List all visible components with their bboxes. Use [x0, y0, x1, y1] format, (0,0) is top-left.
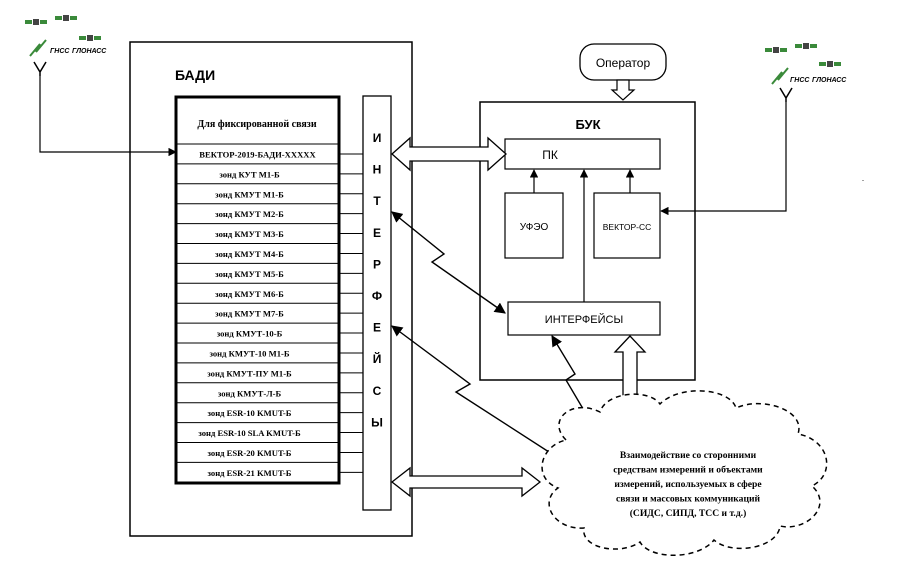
interfaces-letter: Н: [373, 163, 382, 177]
badi-list-item: зонд КМУТ М5-Б: [215, 269, 284, 279]
operator-arrow: [610, 79, 636, 101]
interfaces-letter: Е: [373, 226, 381, 240]
buk-interfaces-label: ИНТЕРФЕЙСЫ: [545, 313, 623, 326]
badi-pc-double-arrow: [391, 136, 507, 172]
antenna-icon: [779, 87, 793, 102]
vector-ss-box: [593, 192, 661, 259]
cloud-text-line: средствам измерений и объектами: [613, 465, 763, 476]
gnss-label-right-1: ГНСС: [790, 77, 810, 84]
interfaces-letter: Р: [373, 257, 381, 271]
badi-list-item: зонд КМУТ М3-Б: [215, 229, 284, 239]
badi-list-item: зонд КМУТ-10-Б: [217, 329, 283, 339]
interfaces-letters: И Н Т Е Р Ф Е Й С Ы: [371, 131, 383, 429]
iface-to-cloud-zigzag: [391, 325, 567, 464]
iface-to-buk-interfaces-zigzag: [391, 211, 506, 314]
badi-title: БАДИ: [175, 67, 215, 83]
interfaces-letter: Ы: [371, 415, 383, 429]
badi-list-item: зонд КМУТ М2-Б: [215, 209, 284, 219]
gnss-left-group: ГНСС ГЛОНАСС: [25, 15, 107, 76]
satellite-icon: [819, 61, 841, 67]
badi-interfaces-column: [362, 95, 392, 511]
satellite-icon: [795, 43, 817, 49]
badi-list-frame: [174, 95, 341, 485]
gnss-label-left-2: ГЛОНАСС: [72, 48, 107, 55]
interfaces-letter: Т: [373, 194, 381, 208]
satellite-icon: [55, 15, 77, 21]
cloud-text-line: (СИДС, СИПД, ТСС и т.д.): [630, 508, 747, 519]
gnss-label-right-2: ГЛОНАСС: [812, 77, 847, 84]
antenna-to-vector-ss-line: [660, 102, 787, 216]
badi-list-item: зонд КМУТ-ПУ М1-Б: [207, 368, 292, 378]
satellite-icon: [765, 47, 787, 53]
interfaces-letter: И: [373, 131, 382, 145]
interfaces-letter: С: [373, 384, 382, 398]
satellite-icon: [79, 35, 101, 41]
interfaces-letter: Ф: [372, 289, 382, 303]
pc-label: ПК: [542, 148, 558, 162]
badi-list-item: зонд КМУТ М4-Б: [215, 249, 284, 259]
pc-box: [504, 138, 661, 170]
operator-label: Оператор: [596, 56, 651, 70]
badi-items-list: ВЕКТОР-2019-БАДИ-XXXXX зонд КУТ М1-Б зонд …: [176, 143, 363, 478]
badi-list-item: зонд ESR-20 KMUT-Б: [208, 448, 292, 458]
ufeo-label: УФЭО: [520, 222, 549, 233]
interaction-cloud: [541, 390, 828, 556]
satellite-icon: [25, 19, 47, 25]
badi-list-item: зонд КМУТ-10 М1-Б: [209, 348, 289, 358]
vector-ss-label: ВЕКТОР-СС: [603, 222, 652, 232]
gnss-right-group: ГНСС ГЛОНАСС: [765, 43, 847, 102]
cloud-text-line: Взаимодействие со сторонними: [620, 450, 757, 461]
badi-list-item: зонд ESR-10 KMUT-Б: [208, 408, 292, 418]
cloud-text: Взаимодействие со сторонними средствам из…: [613, 450, 763, 519]
badi-list-item: зонд КУТ М1-Б: [219, 169, 280, 179]
interfaces-letter: Е: [373, 321, 381, 335]
cloud-text-line: измерений, используемых в сфере: [614, 479, 762, 490]
badi-list-item: зонд КМУТ М7-Б: [215, 309, 284, 319]
antenna-to-badi-line: [39, 76, 177, 157]
badi-cloud-double-arrow: [390, 466, 542, 498]
badi-list-item: зонд КМУТ М1-Б: [215, 189, 284, 199]
badi-list-item: зонд КМУТ М6-Б: [215, 289, 284, 299]
badi-list-item: зонд ESR-10 SLA KMUT-Б: [198, 428, 301, 438]
signal-icon: [771, 67, 789, 85]
buk-title: БУК: [575, 117, 600, 132]
cloud-text-line: связи и массовых коммуникаций: [616, 494, 761, 505]
interfaces-letter: Й: [373, 351, 382, 366]
badi-list-item: зонд КМУТ-Л-Б: [218, 388, 282, 398]
antenna-icon: [33, 61, 47, 76]
badi-list-header: Для фиксированной связи: [197, 119, 316, 130]
badi-list-item: ВЕКТОР-2019-БАДИ-XXXXX: [199, 149, 316, 159]
badi-list-item: зонд ESR-21 KMUT-Б: [208, 468, 292, 478]
gnss-label-left-1: ГНСС: [50, 48, 70, 55]
signal-icon: [29, 39, 47, 57]
stray-dot: .: [862, 174, 864, 183]
buk-interfaces-to-cloud-zigzag: [551, 335, 593, 425]
